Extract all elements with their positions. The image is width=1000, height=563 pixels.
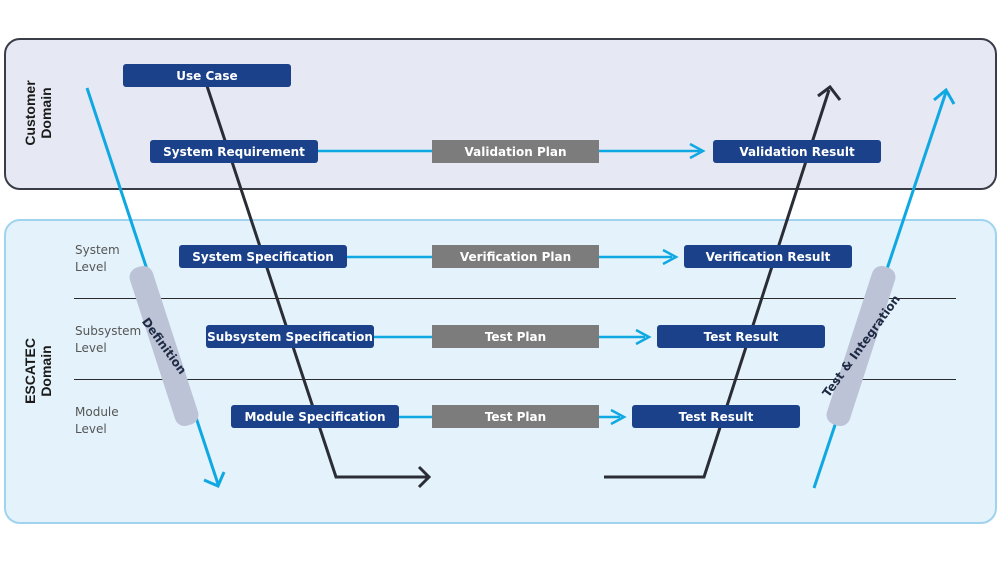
subsystem-test-result-box: Test Result — [657, 325, 825, 348]
subsystem-level-line-1: Subsystem — [75, 324, 142, 338]
system-level-line-1: System — [75, 243, 120, 257]
verification-arrowhead-icon — [662, 248, 679, 266]
subsystem-arrowhead-icon — [635, 328, 652, 346]
decomposition-path — [205, 85, 427, 479]
subsystem-test-plan-box: Test Plan — [432, 325, 599, 348]
module-level-line-2: Level — [75, 422, 107, 436]
system-requirement-box: System Requirement — [150, 140, 318, 163]
verification-plan-box: Verification Plan — [432, 245, 599, 268]
module-test-result-box: Test Result — [632, 405, 800, 428]
system-level-label: System Level — [75, 242, 120, 276]
system-level-divider — [74, 298, 956, 299]
integration-path — [604, 89, 831, 479]
subsystem-level-line-2: Level — [75, 341, 107, 355]
system-specification-box: System Specification — [179, 245, 347, 268]
module-arrowhead-icon — [610, 408, 627, 426]
customer-domain-panel — [4, 38, 997, 190]
module-level-line-1: Module — [75, 405, 119, 419]
system-level-line-2: Level — [75, 260, 107, 274]
validation-plan-box: Validation Plan — [432, 140, 599, 163]
validation-arrowhead-icon — [689, 142, 706, 160]
validation-result-box: Validation Result — [713, 140, 881, 163]
module-specification-box: Module Specification — [231, 405, 399, 428]
definition-arrowhead-icon — [203, 471, 226, 488]
integration-path-arrowhead-icon — [817, 84, 842, 101]
integration-arrowhead-icon — [933, 87, 956, 105]
verification-result-box: Verification Result — [684, 245, 852, 268]
use-case-box: Use Case — [123, 64, 291, 87]
module-level-label: Module Level — [75, 404, 119, 438]
subsystem-level-divider — [74, 379, 956, 380]
subsystem-level-label: Subsystem Level — [75, 323, 141, 357]
decomposition-arrowhead-icon — [417, 465, 432, 489]
module-test-plan-box: Test Plan — [432, 405, 599, 428]
subsystem-specification-box: Subsystem Specification — [206, 325, 374, 348]
